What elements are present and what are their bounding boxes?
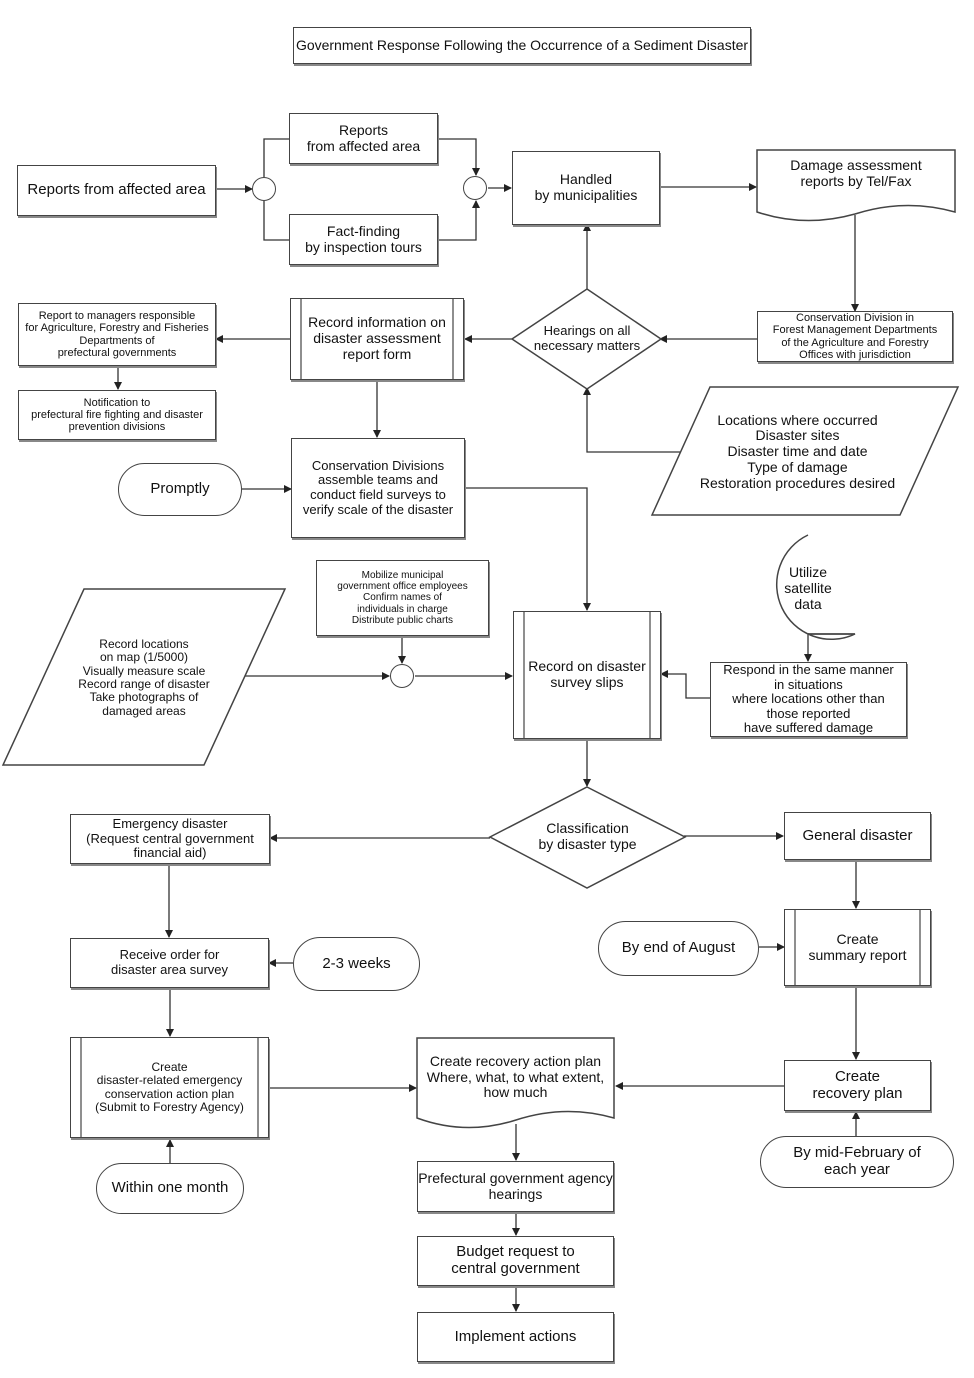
handled-by-municipalities: Handled by municipalities [512, 151, 660, 225]
junction-circle-survey [390, 664, 414, 688]
implement-actions: Implement actions [417, 1312, 614, 1362]
diagram-title: Government Response Following the Occurr… [293, 27, 751, 64]
fact-finding-tours: Fact-finding by inspection tours [289, 214, 438, 265]
emergency-disaster: Emergency disaster (Request central gove… [70, 814, 270, 864]
junction-circle-right [463, 176, 487, 200]
satellite-data-shape [775, 534, 856, 641]
damage-assessment-reports: Damage assessment reports by Tel/Fax [790, 157, 922, 189]
emergency-conservation-plan: Create disaster-related emergency conser… [70, 1037, 269, 1138]
record-locations-parallelogram-shape [1, 588, 287, 766]
by-end-of-august-label: By end of August [598, 921, 759, 976]
by-mid-february-label: By mid-February of each year [760, 1136, 954, 1188]
mobilize-employees-note: Mobilize municipal government office emp… [316, 560, 489, 636]
budget-request: Budget request to central government [417, 1236, 614, 1286]
prefectural-agency-hearings: Prefectural government agency hearings [417, 1161, 614, 1212]
recovery-action-plan: Create recovery action plan Where, what,… [426, 1052, 605, 1101]
junction-circle-left [252, 177, 276, 201]
reports-from-affected-area-branch: Reports from affected area [289, 113, 438, 164]
recovery-action-document-shape [416, 1037, 615, 1129]
disaster-survey-slips: Record on disaster survey slips [513, 611, 661, 739]
conservation-division-offices: Conservation Division in Forest Manageme… [757, 311, 953, 362]
record-locations-input: Record locations on map (1/5000) Visuall… [78, 636, 210, 718]
damage-report-document-shape [756, 149, 956, 222]
general-disaster: General disaster [784, 812, 931, 860]
within-one-month-label: Within one month [96, 1163, 244, 1214]
hearings-diamond-shape [510, 288, 663, 390]
create-recovery-plan: Create recovery plan [784, 1060, 931, 1111]
hearings-on-matters: Hearings on all necessary matters [533, 323, 641, 353]
locations-data-input: Locations where occurred Disaster sites … [699, 411, 896, 491]
classification-diamond-shape [488, 786, 687, 889]
classification-by-type: Classification by disaster type [538, 820, 637, 852]
locations-parallelogram-shape [650, 386, 960, 516]
satellite-data: Utilize satellite data [784, 564, 832, 612]
respond-same-manner: Respond in the same manner in situations… [710, 662, 907, 737]
notification-fire-divisions: Notification to prefectural fire fightin… [18, 390, 216, 440]
record-information-form: Record information on disaster assessmen… [290, 298, 464, 380]
two-three-weeks-label: 2-3 weeks [293, 937, 420, 991]
promptly-label: Promptly [118, 463, 242, 516]
reports-from-affected-area: Reports from affected area [17, 165, 216, 216]
field-surveys-process: Conservation Divisions assemble teams an… [291, 438, 465, 538]
report-to-managers: Report to managers responsible for Agric… [18, 303, 216, 366]
receive-survey-order: Receive order for disaster area survey [70, 938, 269, 988]
create-summary-report: Create summary report [784, 909, 931, 986]
